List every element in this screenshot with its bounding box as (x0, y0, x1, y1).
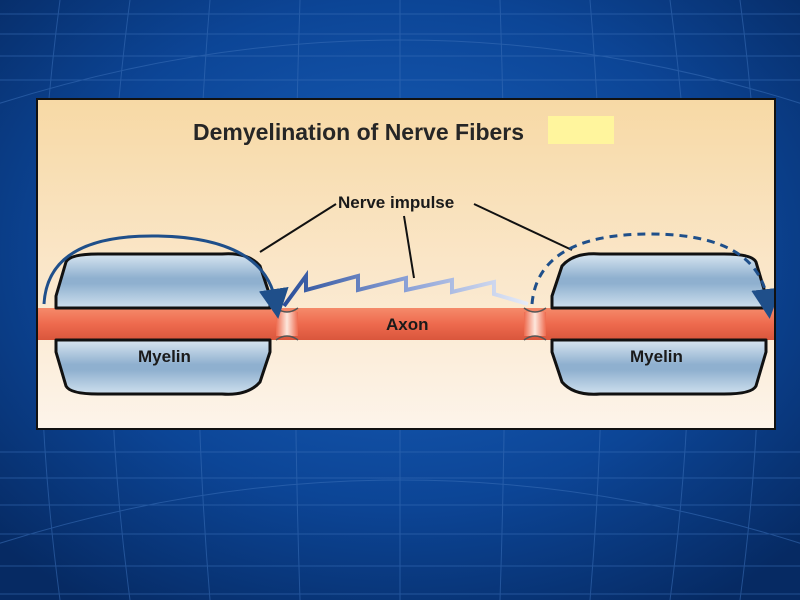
impulse-lightning-bolt (282, 269, 529, 308)
myelin-left-label: Myelin (138, 347, 191, 366)
axon (38, 308, 774, 340)
impulse-arc-solid (42, 234, 289, 319)
myelin-sheath-left (54, 252, 272, 396)
nerve-impulse-label: Nerve impulse (338, 193, 454, 212)
title-highlight-box (548, 116, 614, 144)
diagram-title: Demyelination of Nerve Fibers (193, 119, 524, 145)
callout-lines (259, 203, 573, 279)
diagram-panel: Demyelination of Nerve Fibers Nerve impu… (36, 98, 776, 430)
myelin-right-label: Myelin (630, 347, 683, 366)
myelin-sheath-right (550, 252, 768, 396)
axon-label: Axon (386, 315, 429, 334)
node-of-ranvier-left (276, 312, 298, 336)
demyelination-diagram: Demyelination of Nerve Fibers Nerve impu… (38, 116, 774, 396)
node-of-ranvier-right (524, 312, 546, 336)
